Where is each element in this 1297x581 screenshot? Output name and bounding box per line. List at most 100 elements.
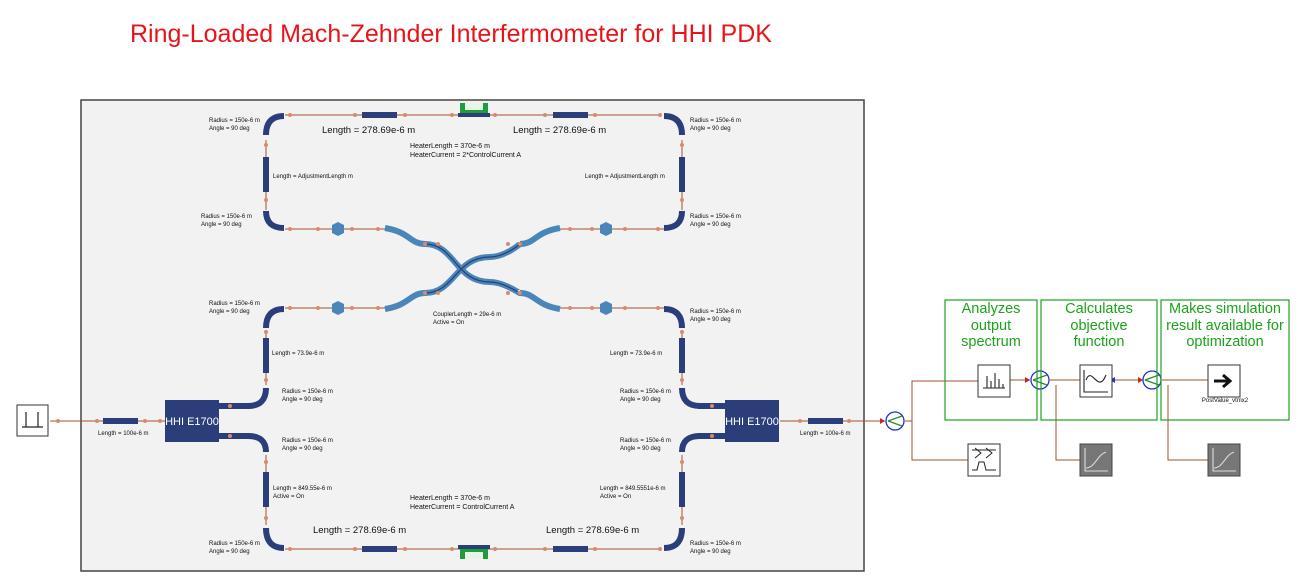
bend-angle-label: Angle = 90 deg — [209, 549, 250, 555]
straight-top-left — [362, 112, 397, 118]
bend-radius-label: Radius = 150e-6 m — [690, 541, 741, 547]
bend-angle-label: Angle = 90 deg — [690, 222, 731, 228]
bends — [247, 113, 701, 551]
bend-radius-label: Radius = 150e-6 m — [620, 438, 671, 444]
bend-angle-label: Angle = 90 deg — [620, 446, 661, 452]
heater-bottom[interactable] — [458, 545, 490, 559]
bend-angle-label: Angle = 90 deg — [690, 549, 731, 555]
caption-line: objective — [1070, 317, 1128, 334]
bend-tl-2 — [263, 210, 285, 231]
coupler-active-label: Active = On — [433, 320, 464, 326]
adjust-length-label: Length = AdjustmentLength m — [273, 174, 353, 180]
length-top-left-label: Length = 278.69e-6 m — [322, 125, 415, 136]
source-icon — [22, 412, 43, 428]
graph-icon — [1084, 448, 1108, 472]
length-849-label: Length = 849.5551e-6 m — [600, 486, 666, 492]
caption-line: spectrum — [961, 334, 1021, 350]
spectrum-analyzer-block[interactable] — [977, 364, 1011, 398]
curve-icon — [1083, 370, 1108, 393]
calculates-caption: Calculates objective function — [1041, 301, 1157, 351]
straight-input — [103, 418, 138, 424]
postvalue-label: PostValue_vtmx2 — [1202, 398, 1249, 404]
bend-angle-label: Angle = 90 deg — [209, 126, 250, 132]
bend-bl-1 — [247, 433, 269, 453]
bend-radius-label: Radius = 150e-6 m — [620, 389, 671, 395]
bend-radius-label: Radius = 150e-6 m — [201, 214, 252, 220]
bend-radius-label: Radius = 150e-6 m — [690, 309, 741, 315]
bend-angle-label: Angle = 90 deg — [620, 397, 661, 403]
bend-radius-label: Radius = 150e-6 m — [282, 389, 333, 395]
group-calculates — [1040, 299, 1158, 421]
bend-tr-1 — [663, 113, 685, 136]
waveguide-components — [103, 112, 843, 552]
mmi-right-label: HHI E1700 — [725, 416, 779, 428]
heater-bottom-current-label: HeaterCurrent = ControlCurrent A — [410, 504, 515, 511]
caption-line: result available for — [1166, 317, 1284, 334]
mmi-left-label: HHI E1700 — [165, 416, 219, 428]
length-bottom-right-label: Length = 278.69e-6 m — [546, 525, 639, 536]
splitter-1[interactable] — [885, 411, 905, 431]
straight-vert-adjust-left — [263, 157, 269, 192]
bend-br-1 — [679, 433, 701, 453]
length-73-label: Length = 73.9e-6 m — [272, 351, 324, 357]
bend-radius-label: Radius = 150e-6 m — [209, 118, 260, 124]
heater-bottom-length-label: HeaterLength = 370e-6 m — [410, 495, 490, 502]
bend-radius-label: Radius = 150e-6 m — [209, 301, 260, 307]
tapers — [332, 222, 612, 315]
length-bottom-left-label: Length = 278.69e-6 m — [313, 525, 406, 536]
straight-top-right — [553, 112, 588, 118]
straight-vert-adjust-right — [679, 157, 685, 192]
analyzes-caption: Analyzes output spectrum — [945, 301, 1037, 351]
caption-line: Analyzes — [961, 301, 1021, 317]
arrow-right-icon — [1214, 373, 1233, 389]
straight-vert-849-right — [679, 472, 685, 507]
bend-angle-label: Angle = 90 deg — [690, 317, 731, 323]
bend-radius-label: Radius = 150e-6 m — [282, 438, 333, 444]
bend-angle-label: Angle = 90 deg — [201, 222, 242, 228]
heater-top[interactable] — [458, 103, 490, 117]
bend-br-2 — [663, 527, 685, 551]
length-100-label: Length = 100e-6 m — [800, 431, 851, 437]
straight-vert-73-left — [263, 338, 269, 373]
straight-output — [808, 418, 843, 424]
straight-vert-73-right — [679, 338, 685, 373]
group-analyzes — [944, 299, 1038, 421]
heater-top-current-label: HeaterCurrent = 2*ControlCurrent A — [410, 152, 521, 159]
splitter-2[interactable] — [1030, 370, 1050, 390]
bend-angle-label: Angle = 90 deg — [282, 397, 323, 403]
mmi-left[interactable] — [165, 400, 219, 442]
pulse-icon — [972, 447, 996, 471]
bend-tl-1 — [263, 113, 285, 136]
adjust-length-label: Length = AdjustmentLength m — [585, 174, 665, 180]
group-makes — [1160, 299, 1290, 421]
caption-line: output — [970, 317, 1012, 334]
bend-ml-2 — [247, 387, 269, 409]
length-top-right-label: Length = 278.69e-6 m — [513, 125, 606, 136]
port-dots — [56, 113, 851, 551]
heater-top-length-label: HeaterLength = 370e-6 m — [410, 143, 490, 150]
bend-radius-label: Radius = 150e-6 m — [690, 118, 741, 124]
mmi-right[interactable] — [725, 400, 779, 442]
bend-ml-1 — [263, 306, 285, 329]
circuit-panel — [80, 99, 865, 572]
coupler-length-label: CouplerLength = 29e-6 m — [433, 312, 501, 318]
oscilloscope-block[interactable] — [967, 443, 1001, 477]
straight-vert-849-left — [263, 472, 269, 507]
active-label: Active = On — [273, 494, 304, 500]
makes-caption: Makes simulation result available for op… — [1161, 301, 1289, 351]
source-block[interactable] — [16, 404, 49, 437]
graph-icon — [1212, 448, 1236, 472]
bend-tr-2 — [663, 210, 685, 231]
caption-line: function — [1073, 334, 1125, 350]
splitter-3[interactable] — [1142, 370, 1162, 390]
caption-line: Makes simulation — [1168, 301, 1281, 317]
bend-radius-label: Radius = 150e-6 m — [690, 214, 741, 220]
caption-line: optimization — [1186, 334, 1264, 350]
bend-mr-2 — [679, 387, 701, 409]
bend-angle-label: Angle = 90 deg — [690, 126, 731, 132]
bend-radius-label: Radius = 150e-6 m — [209, 541, 260, 547]
bend-mr-1 — [663, 306, 685, 329]
length-849-label: Length = 849.55e-6 m — [273, 486, 332, 492]
caption-line: Calculates — [1065, 301, 1133, 317]
